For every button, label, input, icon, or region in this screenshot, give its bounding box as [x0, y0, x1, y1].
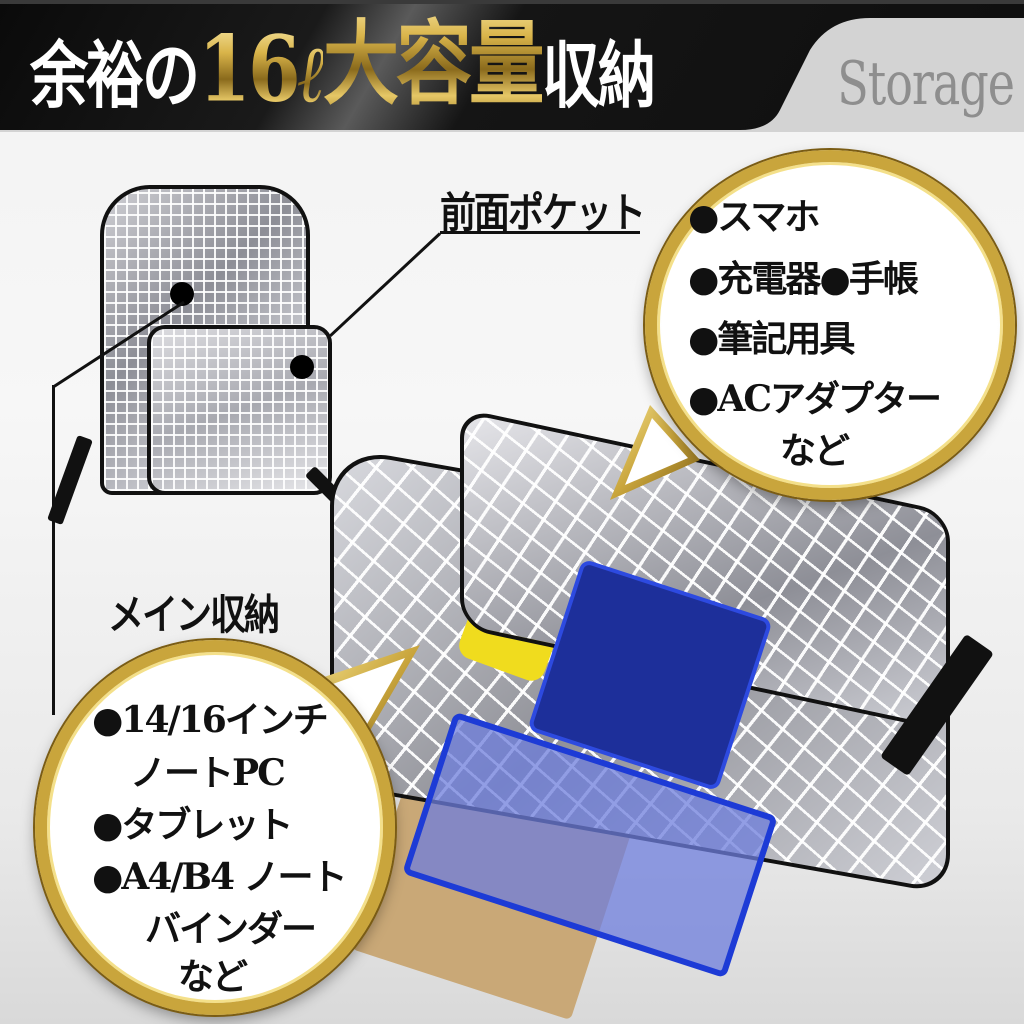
- title-unit: ℓ: [297, 27, 326, 121]
- main-storage-etc: など: [178, 956, 248, 998]
- front-pocket-bubble-tail: [610, 405, 700, 500]
- front-pocket-item-2: ●充電器●手帳: [688, 258, 919, 300]
- front-pocket-label: 前面ポケット: [440, 189, 646, 238]
- header-top-line: [0, 0, 1024, 4]
- small-backpack-image: [47, 185, 344, 526]
- main-storage-item-1: ●14/16インチ: [92, 699, 329, 741]
- front-pocket-item-3: ●筆記用具: [688, 318, 855, 360]
- front-pocket-leader-line-h: [440, 231, 640, 234]
- main-storage-item-3: ●タブレット: [92, 804, 293, 846]
- front-pocket-item-4: ●ACアダプター: [688, 378, 942, 420]
- main-storage-item-5: バインダー: [145, 908, 317, 950]
- subtitle-storage: Storage: [837, 48, 1015, 119]
- backpack-front-pocket: [147, 325, 332, 495]
- front-pocket-leader-line-diag: [329, 232, 442, 337]
- main-storage-item-2: ノートPC: [130, 752, 286, 794]
- main-storage-item-4: ●A4/B4 ノート: [92, 856, 348, 898]
- title-part1: 余裕の: [30, 33, 200, 119]
- front-pocket-item-1: ●スマホ: [688, 196, 820, 238]
- title-part3: 収納: [541, 33, 656, 119]
- front-pocket-etc: など: [780, 430, 850, 472]
- front-pocket-marker-icon: [290, 355, 314, 379]
- page-title: 余裕の 16 ℓ 大容量 収納: [30, 10, 656, 122]
- title-part2: 大容量: [323, 0, 545, 122]
- main-storage-label: メイン収納: [108, 591, 280, 640]
- main-storage-leader-line-v: [52, 385, 55, 715]
- title-number: 16: [198, 15, 301, 122]
